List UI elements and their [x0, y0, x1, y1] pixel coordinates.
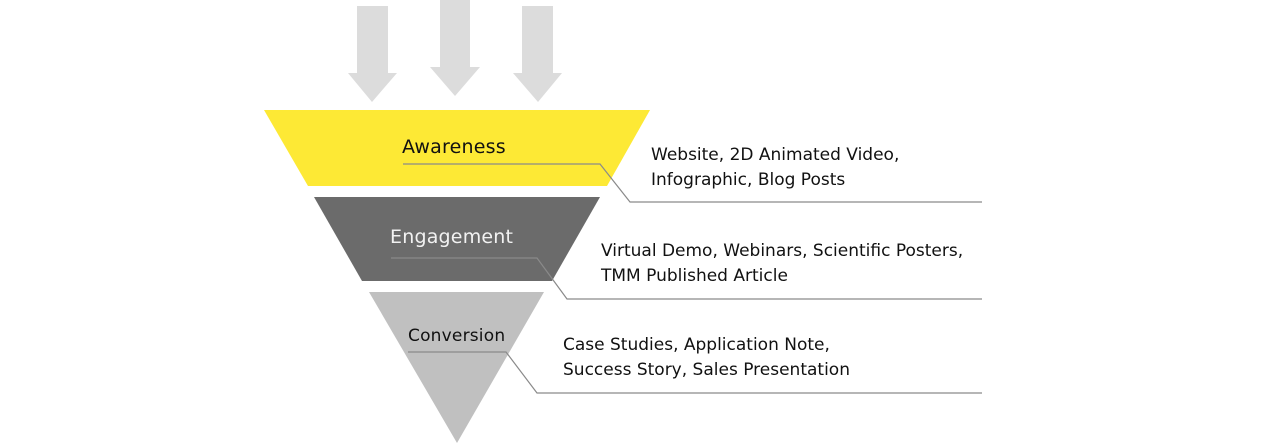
stage-label-conversion: Conversion — [408, 326, 506, 346]
description-line: Website, 2D Animated Video, — [651, 145, 900, 165]
description-line: TMM Published Article — [601, 266, 788, 286]
funnel-stage-awareness — [264, 110, 650, 186]
stage-description-engagement: Virtual Demo, Webinars, Scientific Poste… — [601, 239, 963, 289]
leader-line-engagement — [391, 257, 982, 300]
description-line: Success Story, Sales Presentation — [563, 360, 850, 380]
inflow-arrow-icon — [430, 0, 480, 96]
inflow-arrow-icon — [348, 6, 397, 102]
description-line: Infographic, Blog Posts — [651, 170, 846, 190]
leader-line-awareness — [403, 163, 982, 203]
stage-label-awareness: Awareness — [402, 136, 506, 158]
stage-description-conversion: Case Studies, Application Note, Success … — [563, 333, 850, 383]
stage-label-engagement: Engagement — [390, 226, 514, 248]
inflow-arrow-icon — [513, 6, 562, 102]
description-line: Virtual Demo, Webinars, Scientific Poste… — [601, 241, 964, 261]
description-line: Case Studies, Application Note, — [563, 335, 830, 355]
stage-description-awareness: Website, 2D Animated Video, Infographic,… — [651, 143, 899, 193]
funnel-stage-engagement — [314, 197, 600, 281]
funnel-stage-conversion — [369, 292, 544, 443]
leader-line-conversion — [408, 351, 982, 394]
